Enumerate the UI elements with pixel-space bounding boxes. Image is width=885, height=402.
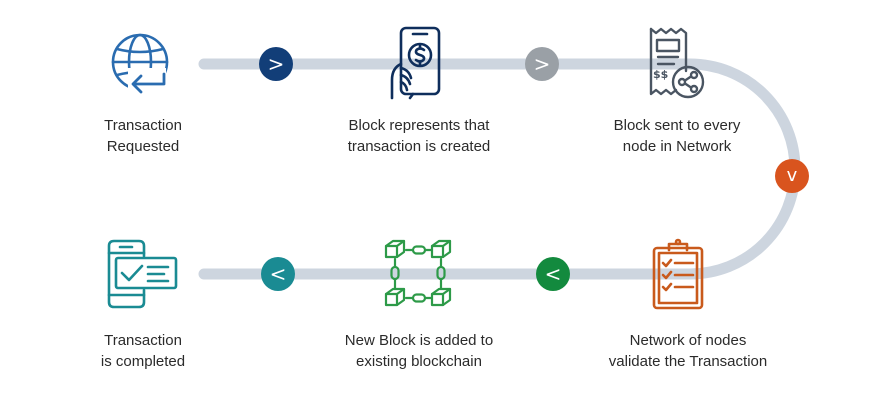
label-line: is completed	[100, 353, 186, 370]
step-label-block-added: New Block is added to existing blockchai…	[309, 330, 529, 372]
step-label-transaction-requested: Transaction Requested	[33, 115, 253, 157]
svg-text:$$: $$	[653, 68, 668, 81]
arrow-right-1: >	[259, 47, 293, 81]
label-line: Transaction	[104, 332, 182, 349]
step-label-block-created: Block represents that transaction is cre…	[309, 115, 529, 157]
clipboard-checklist-icon	[652, 238, 704, 310]
label-line: Block sent to every	[613, 117, 741, 134]
label-line: transaction is created	[347, 138, 491, 155]
phone-check-icon	[107, 239, 178, 309]
globe-arrow-icon	[111, 33, 169, 94]
step-label-block-sent: Block sent to every node in Network	[567, 115, 787, 157]
label-line: Requested	[106, 138, 180, 155]
label-line: node in Network	[622, 138, 732, 155]
receipt-share-icon: $$	[649, 27, 705, 99]
label-line: validate the Transaction	[608, 353, 768, 370]
arrow-left-2: <	[261, 257, 295, 291]
step-label-nodes-validate: Network of nodes validate the Transactio…	[578, 330, 798, 372]
label-line: Block represents that	[348, 117, 490, 134]
step-label-transaction-completed: Transaction is completed	[33, 330, 253, 372]
arrow-down: v	[775, 159, 809, 193]
blockchain-icon	[384, 239, 452, 307]
label-line: existing blockchain	[356, 353, 482, 370]
phone-dollar-icon	[390, 26, 441, 100]
label-line: Network of nodes	[629, 332, 747, 349]
arrow-left-1: <	[536, 257, 570, 291]
label-line: New Block is added to	[344, 332, 494, 349]
label-line: Transaction	[104, 117, 182, 134]
arrow-right-2: >	[525, 47, 559, 81]
